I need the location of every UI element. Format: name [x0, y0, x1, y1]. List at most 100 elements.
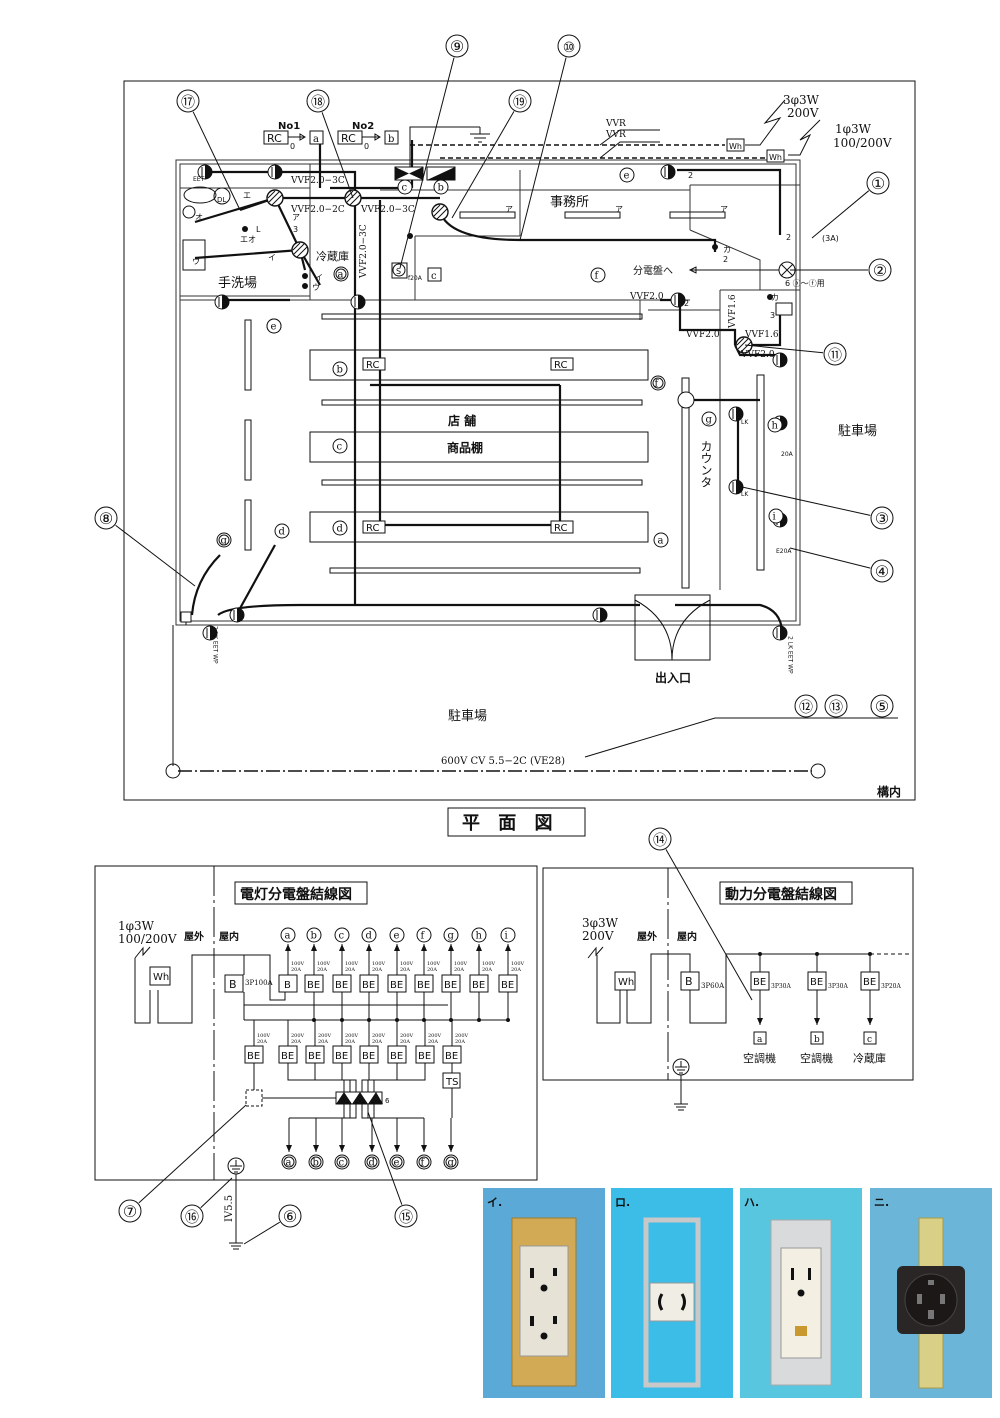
callout-number: ①: [871, 174, 885, 193]
load-box: [810, 1031, 824, 1045]
branch-breaker-label: BE: [390, 980, 403, 991]
switch-label: カ: [771, 293, 779, 302]
arrow-head: [394, 944, 400, 951]
wire: [341, 1063, 357, 1119]
photo-options: イ.ロ.ハ.ニ.: [483, 1188, 992, 1398]
callout-leader: [200, 1177, 233, 1209]
lp-wh-meter: Wh: [153, 972, 169, 983]
wh-meter-1: Wh: [729, 142, 742, 151]
rating-v: 200V: [318, 1033, 332, 1039]
circuit-mark-label: f: [595, 271, 600, 282]
ground-pin: [540, 1332, 548, 1340]
outlet-fill: [780, 353, 787, 367]
power-panel-fill: [427, 167, 455, 180]
rating-a: 20A: [345, 967, 355, 973]
outlet-slots: [732, 409, 738, 419]
circuit-mark-label: d: [337, 524, 344, 535]
cable-label: VVF2.0−2C: [290, 205, 345, 215]
supply-3phase-voltage: 200V: [787, 106, 819, 120]
circuit-mark-label: f: [655, 379, 660, 390]
wire: [373, 1063, 426, 1119]
outlet-slots: [776, 628, 782, 638]
slot: [808, 1268, 811, 1280]
downlight-label: DL: [217, 196, 226, 204]
lp-upper-circuit-mark-label: b: [311, 931, 317, 942]
switch-label: ウ: [312, 283, 320, 292]
supply-1phase-voltage: 100/200V: [833, 136, 892, 150]
photo-label: ニ.: [874, 1196, 889, 1209]
callout-number: ⑮: [399, 1210, 413, 1226]
bell-transformer: [775, 302, 793, 316]
pp-wh-meter: Wh: [618, 977, 634, 988]
hatch: [432, 204, 448, 220]
callout-leader: [451, 111, 515, 219]
room-office: 事務所: [550, 195, 589, 210]
rating-v: 100V: [291, 961, 305, 967]
sink-fixture: [182, 239, 206, 271]
rating-a: 20A: [372, 1039, 382, 1045]
lp-lower-circuit-mark-inner: [391, 1156, 403, 1168]
slot: [928, 1280, 934, 1285]
callout-leader: [789, 547, 871, 569]
slot: [553, 1268, 557, 1276]
circuit-mark: [332, 438, 348, 454]
circuit-mark: [274, 523, 290, 539]
callout-3: [870, 506, 894, 530]
callout-number: ⑤: [875, 697, 889, 716]
outlet-fill: [210, 626, 217, 640]
lp-supply-voltage: 100/200V: [118, 932, 177, 946]
remote-control-no1: RC No1 0 a: [263, 121, 324, 151]
circuit-mark-label: c: [337, 442, 343, 453]
junction-box-icon: [735, 336, 753, 354]
wire: [287, 1063, 345, 1119]
switch-label: ウ: [192, 257, 200, 266]
branch-breaker-label: BE: [307, 980, 320, 991]
circuit-mark: [397, 179, 413, 195]
curved-slots: [658, 1293, 686, 1311]
callout-number: ⑭: [653, 833, 667, 849]
remote-relay-box: [550, 520, 574, 534]
callout-number: ⑯: [185, 1210, 199, 1226]
callout-leader: [321, 112, 354, 199]
branch-rating: 3P30A: [828, 983, 848, 990]
building-wall-inner: [179, 163, 797, 622]
arrow-head: [448, 944, 454, 951]
circuit-mark-inner: [335, 268, 347, 280]
arrow-head: [421, 944, 427, 951]
to-panel-note: 分電盤へ: [633, 264, 673, 277]
hatch: [267, 190, 283, 206]
outlet-ext-note: 2 LK EET WP: [787, 636, 794, 674]
lk-note: LK: [741, 491, 749, 498]
callout-6: [278, 1204, 302, 1228]
switch-label: 2: [723, 255, 728, 264]
load-box: [863, 1031, 877, 1045]
room-washroom: 手洗場: [218, 276, 257, 291]
remote-relay-box: [362, 357, 386, 371]
junction-box-icon: [266, 189, 284, 207]
lp-lower-circuit-mark-label: f: [421, 1158, 426, 1169]
ground-pin: [797, 1289, 805, 1297]
rating-v: 200V: [345, 1033, 359, 1039]
room-cold-storage: 冷蔵庫: [316, 249, 349, 263]
remote-relay-label: RC: [554, 523, 567, 534]
arrow-head: [476, 944, 482, 951]
switch-dot-icon: [302, 273, 308, 279]
outlet-slots: [664, 167, 670, 177]
branch-breaker-label: BE: [308, 1051, 321, 1062]
outlet-slots: [233, 610, 239, 620]
outlet-ext-note: 2 LK EET WP: [212, 626, 219, 664]
circuit-mark: [332, 361, 348, 377]
remote-relay-label: RC: [366, 523, 379, 534]
circuit-mark: [767, 417, 783, 433]
arrow-head: [285, 944, 291, 951]
rating-v: 200V: [428, 1033, 442, 1039]
outlet-slots: [354, 297, 360, 307]
arrow-head: [867, 1018, 873, 1025]
rating-a: 20A: [291, 1039, 301, 1045]
lp-indoor: 屋内: [219, 930, 239, 943]
wire: [361, 1063, 372, 1119]
rating-v: 100V: [317, 961, 331, 967]
